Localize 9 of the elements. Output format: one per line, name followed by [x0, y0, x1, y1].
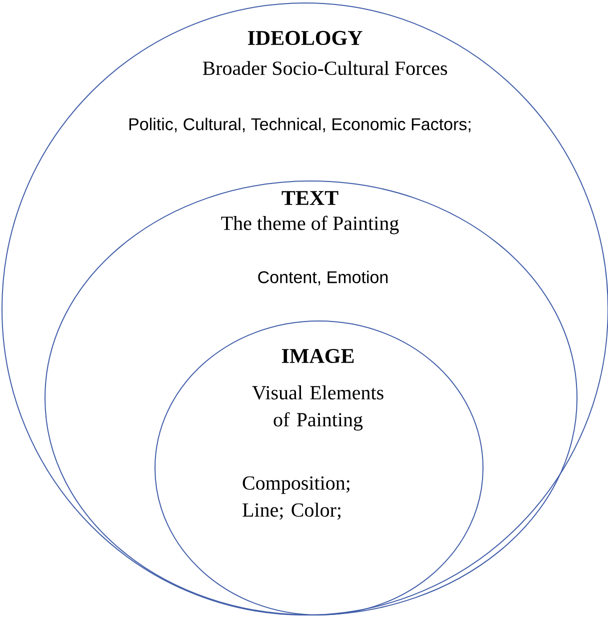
- description: Composition; Line; Color;: [242, 476, 350, 520]
- heading: IDEOLOGY: [248, 30, 362, 46]
- description: Visual Elements of Painting: [252, 385, 384, 431]
- heading: TEXT: [282, 191, 338, 205]
- description: The theme of Painting: [221, 216, 399, 234]
- factor-list: Politic, Cultural, Technical, Economic Factors;: [129, 118, 470, 132]
- description: Broader Socio-Cultural Forces: [202, 60, 448, 76]
- heading: IMAGE: [282, 348, 354, 364]
- factor-list: Content, Emotion: [258, 270, 388, 286]
